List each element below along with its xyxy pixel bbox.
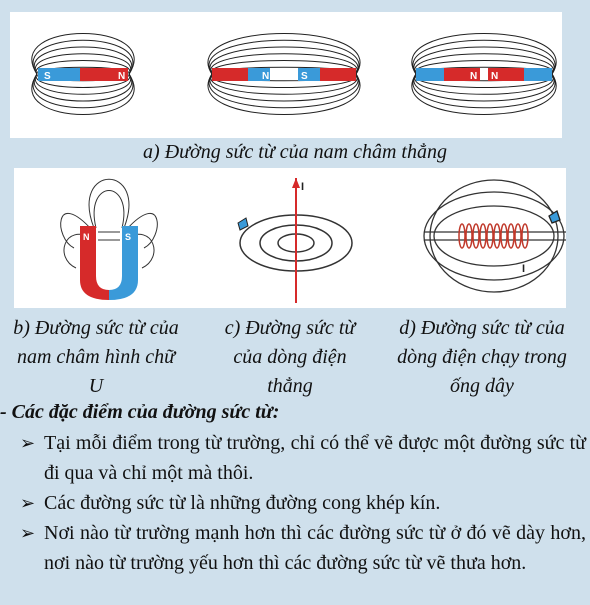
- figure-d-caption: d) Đường sức từ của dòng điện chạy trong…: [397, 317, 567, 397]
- property-item-2: ➢ Các đường sức từ là những đường cong k…: [20, 488, 586, 518]
- straight-current-diagram: I: [237, 178, 353, 303]
- magnet-2-left-pole: N: [262, 71, 269, 82]
- solenoid-diagram: I: [423, 179, 566, 293]
- magnet-3-right-pole: N: [491, 71, 498, 82]
- figure-b-caption: b) Đường sức từ của nam châm hình chữ U: [13, 317, 179, 397]
- magnet-1-left-pole: S: [44, 71, 51, 82]
- bar-magnet-figure: S N N S N N: [10, 12, 562, 138]
- bar-magnet-1: S N: [38, 68, 128, 82]
- u-magnet: N S: [80, 226, 138, 300]
- property-item-3: ➢ Nơi nào từ trường mạnh hơn thì các đườ…: [20, 518, 586, 578]
- straight-current-label: I: [301, 181, 304, 193]
- property-item-1: ➢ Tại mỗi điểm trong từ trường, chỉ có t…: [20, 428, 586, 488]
- property-item-2-text: Các đường sức từ là những đường cong khé…: [44, 492, 441, 514]
- bar-magnet-diagrams: S N N S N N: [31, 33, 557, 115]
- properties-heading: - Các đặc điểm của đường sức từ:: [0, 401, 280, 423]
- bar-magnet-3: N N: [416, 68, 552, 82]
- u-magnet-figure: N S I I: [14, 168, 566, 308]
- arrow-bullet-icon: ➢: [20, 433, 36, 453]
- u-magnet-north-pole: N: [83, 232, 90, 242]
- figure-a-caption: a) Đường sức từ của nam châm thẳng: [143, 141, 447, 163]
- magnet-2-right-pole: S: [301, 71, 308, 82]
- u-magnet-field-lines: [60, 178, 158, 269]
- magnet-3-left-pole: N: [470, 71, 477, 82]
- property-item-1-text: Tại mỗi điểm trong từ trường, chỉ có thể…: [44, 432, 586, 484]
- solenoid-current-label: I: [522, 263, 525, 275]
- figure-c-caption: c) Đường sức từ của dòng điện thẳng: [224, 317, 356, 397]
- magnet-1-right-pole: N: [118, 71, 125, 82]
- arrow-bullet-icon: ➢: [20, 493, 36, 513]
- u-magnet-south-pole: S: [125, 232, 131, 242]
- arrow-bullet-icon: ➢: [20, 523, 36, 543]
- property-item-3-text: Nơi nào từ trường mạnh hơn thì các đường…: [44, 522, 586, 574]
- middle-row-diagrams: N S I I: [60, 178, 566, 303]
- bar-magnet-2: N S: [212, 68, 356, 82]
